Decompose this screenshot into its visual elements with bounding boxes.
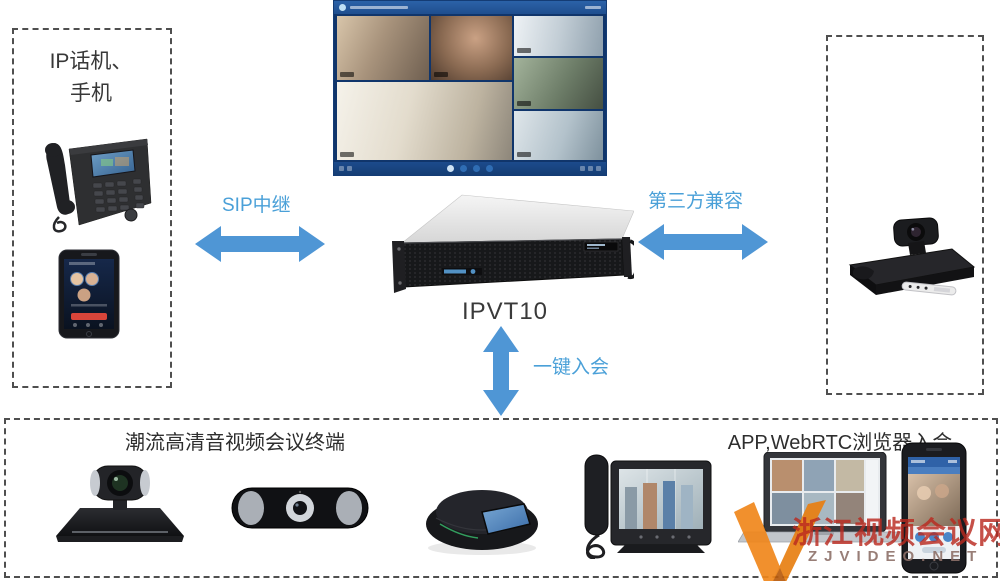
video-tile-main [337, 81, 512, 160]
settings-button-icon [486, 165, 493, 172]
terminals-group-box [4, 418, 998, 578]
video-tile-grid [337, 16, 603, 160]
fullscreen-icon [596, 166, 601, 171]
mic-button-icon [447, 165, 454, 172]
third-party-codec-image [834, 205, 978, 313]
video-tile [431, 16, 512, 80]
laptop-image [738, 452, 910, 550]
participants-icon [588, 166, 593, 171]
video-tile [513, 58, 603, 110]
sip-arrow [195, 222, 325, 266]
soundbar-image [230, 482, 370, 534]
sip-arrow-label: SIP中继 [222, 195, 291, 216]
video-phone-image [565, 445, 717, 559]
ip-phone-image [35, 133, 153, 235]
third-party-group-box [826, 35, 984, 395]
titlebar-time-placeholder [585, 6, 601, 9]
conference-titlebar [334, 1, 606, 14]
mobile-app-phone-image [898, 441, 970, 575]
terminals-label: 潮流高清音视频会议终端 [125, 432, 345, 454]
conference-toolbar [334, 162, 606, 175]
toolbar-left-icons [339, 166, 352, 171]
left-box-title-line2: 手机 [70, 81, 112, 105]
chat-icon [580, 166, 585, 171]
participant-label-chip [434, 71, 449, 77]
app-webrtc-label: APP,WebRTC浏览器入会 [727, 432, 953, 454]
left-box-title: IP话机、 手机 [12, 46, 170, 109]
ptz-camera-image [50, 460, 190, 552]
share-button-icon [473, 165, 480, 172]
ip-phones-group-box [12, 28, 172, 388]
info-icon [347, 166, 352, 171]
ipvt10-server-image [378, 183, 634, 305]
one-click-arrow-label: 一键入会 [533, 357, 610, 378]
left-box-title-line1: IP话机、 [49, 50, 133, 73]
server-label: IPVT10 [461, 298, 549, 325]
camera-button-icon [460, 165, 467, 172]
participant-label-chip [340, 152, 354, 157]
video-tile [513, 111, 603, 160]
third-party-arrow [638, 220, 768, 264]
participant-label-chip [516, 48, 531, 53]
smartphone-image [57, 248, 121, 340]
third-party-arrow-label: 第三方兼容 [648, 191, 744, 212]
titlebar-text-placeholder [350, 6, 408, 9]
video-tile [337, 16, 430, 80]
participant-label-chip [516, 101, 531, 107]
participant-label-chip [516, 152, 531, 157]
toolbar-right-icons [580, 166, 601, 171]
one-click-arrow [483, 326, 519, 416]
conference-logo-icon [339, 4, 346, 11]
conference-screenshot [333, 0, 607, 176]
speakerphone-image [420, 466, 546, 558]
participant-label-chip [340, 71, 354, 77]
layout-icon [339, 166, 344, 171]
video-tile [513, 16, 603, 56]
